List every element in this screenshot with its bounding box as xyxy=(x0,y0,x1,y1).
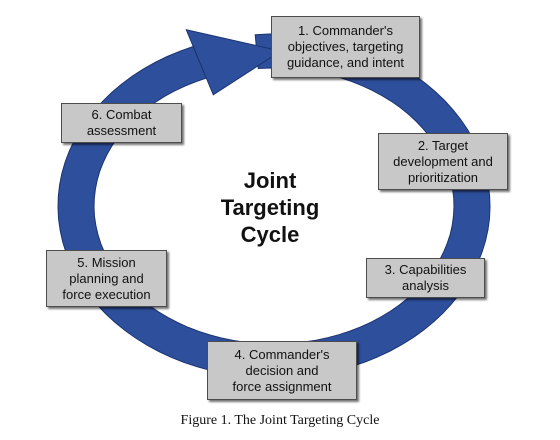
step-3-box: 3. Capabilities analysis xyxy=(366,258,485,298)
step-label-line: decision and xyxy=(245,362,319,378)
cycle-arrowhead xyxy=(185,29,283,96)
step-6-box: 6. Combat assessment xyxy=(61,103,182,143)
step-label-line: assessment xyxy=(86,123,157,138)
step-label-line: analysis xyxy=(402,278,449,293)
step-label-line: prioritization xyxy=(407,169,479,185)
step-label-line: objectives, targeting xyxy=(287,39,404,54)
figure-caption: Figure 1. The Joint Targeting Cycle xyxy=(180,413,380,428)
step-label-line: planning and xyxy=(69,270,144,286)
step-5-box: 5. Mission planning and force execution xyxy=(46,250,167,307)
step-label-line: force assignment xyxy=(232,378,332,394)
step-label-line: 2. Target xyxy=(417,137,469,153)
step-label-line: 3. Capabilities xyxy=(384,262,467,277)
step-label-line: 4. Commander's xyxy=(234,346,330,362)
center-title-line: Targeting xyxy=(220,195,320,220)
step-label-line: 6. Combat xyxy=(91,107,152,122)
diagram-center-title: Joint Targeting Cycle xyxy=(188,167,352,248)
step-2-box: 2. Target development and prioritization xyxy=(378,133,508,190)
step-label-line: 5. Mission xyxy=(77,254,136,270)
center-title-line: Joint xyxy=(243,168,297,193)
step-1-box: 1. Commander's objectives, targeting gui… xyxy=(271,16,420,78)
step-label-line: 1. Commander's xyxy=(298,23,393,38)
step-label-line: guidance, and intent xyxy=(286,55,405,70)
step-label-line: development and xyxy=(393,153,493,169)
step-4-box: 4. Commander's decision and force assign… xyxy=(207,341,357,400)
center-title-line: Cycle xyxy=(240,222,300,247)
step-label-line: force execution xyxy=(62,286,151,302)
